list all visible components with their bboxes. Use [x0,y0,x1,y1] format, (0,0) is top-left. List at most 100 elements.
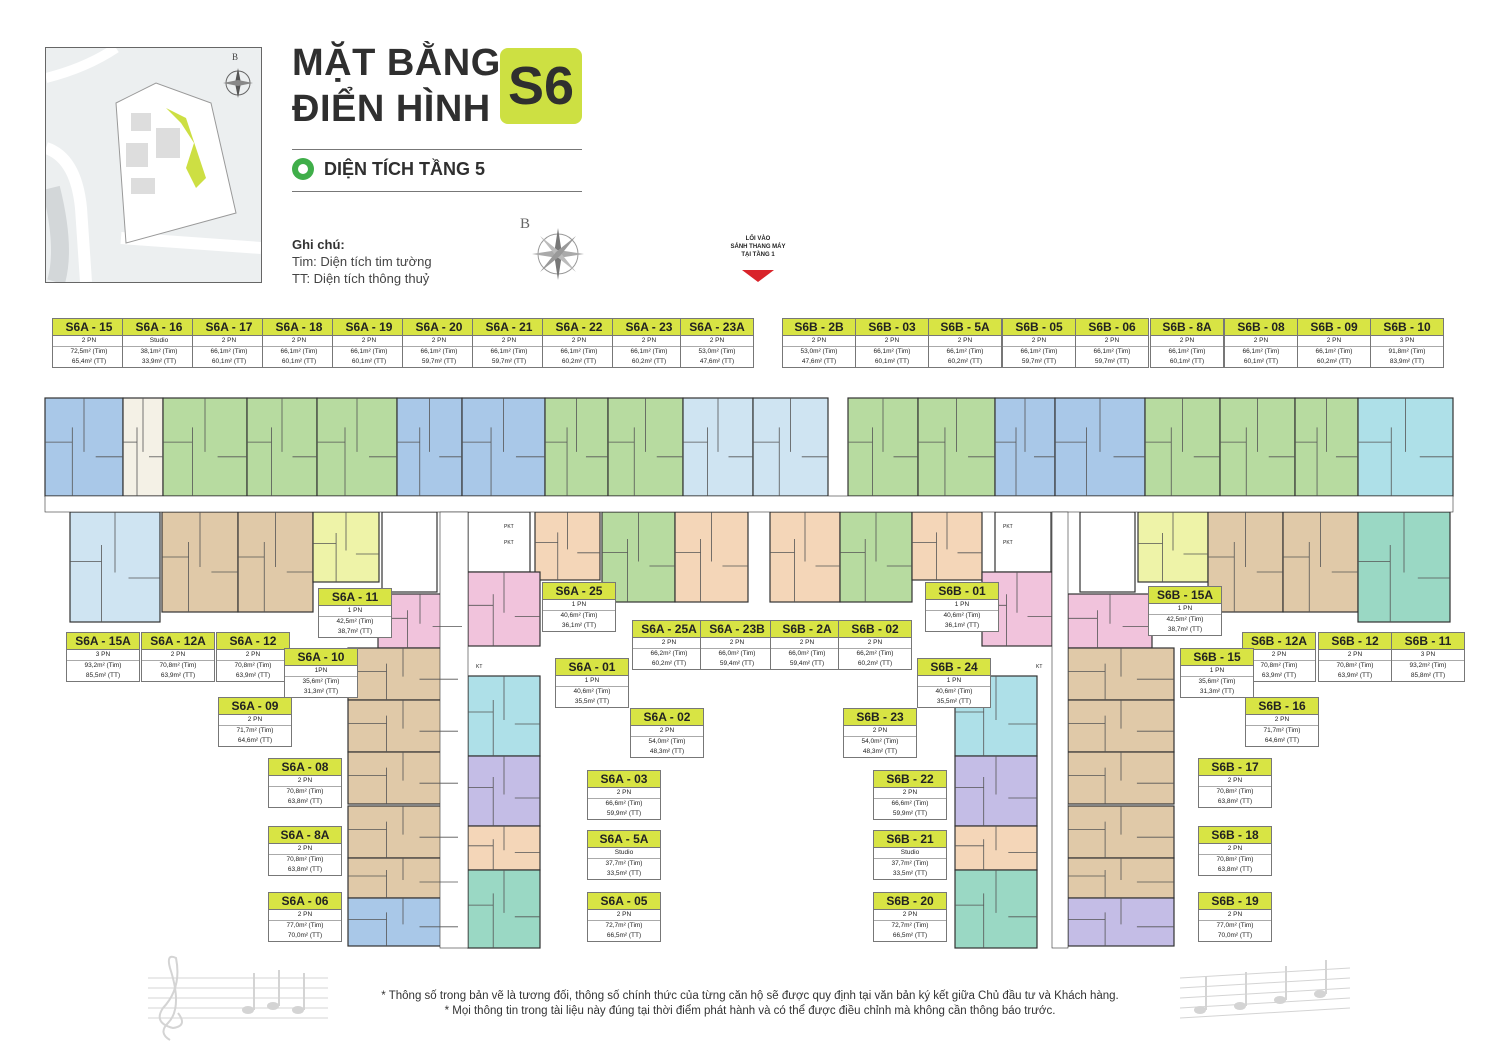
unit-bedrooms: 2 PN [333,336,405,347]
notes-title: Ghi chú: [292,237,345,252]
unit-code: S6A - 17 [193,319,265,336]
unit-bedrooms: 2 PN [839,638,911,649]
unit-bedrooms: 3 PN [1392,650,1464,661]
unit-area-tim: 66,1m² (Tim) [210,348,248,355]
unit-code: S6B - 2A [771,621,843,638]
unit-area-tt: 60,1m² (TT) [281,357,317,365]
unit-area-tt: 60,2m² (TT) [947,357,983,365]
unit-area-tt: 33,5m² (TT) [606,869,642,877]
unit-code: S6A - 25 [543,583,615,600]
compass-letter: B [520,216,531,232]
unit-area-tim: 66,6m² (Tim) [605,800,643,807]
unit-code: S6B - 8A [1151,319,1223,336]
unit-bedrooms: 1 PN [319,606,391,617]
unit-code: S6A - 16 [123,319,195,336]
unit-code: S6A - 20 [403,319,475,336]
unit-bedrooms: 3 PN [1371,336,1443,347]
unit-code: S6B - 01 [926,583,998,600]
unit-area-tim: 77,0m² (Tim) [1216,922,1254,929]
unit-area-tim: 54,0m² (Tim) [861,738,899,745]
unit-code: S6B - 5A [929,319,1001,336]
unit-bedrooms: 2 PN [263,336,335,347]
unit-bedrooms: 2 PN [1199,910,1271,921]
unit-bedrooms: 2 PN [543,336,615,347]
unit-bedrooms: 1PN [285,666,357,677]
unit-area-tt: 60,2m² (TT) [651,659,687,667]
unit-area-tim: 71,7m² (Tim) [236,727,274,734]
unit-area-tim: 40,6m² (Tim) [935,688,973,695]
unit-code: S6B - 12A [1243,633,1315,650]
legend-notes: Ghi chú: Tim: Diện tích tim tường TT: Di… [292,236,432,287]
unit-code: S6A - 22 [543,319,615,336]
unit-bedrooms: 2 PN [269,844,341,855]
unit-code: S6A - 5A [588,831,660,848]
unit-code: S6B - 17 [1199,759,1271,776]
unit-code: S6A - 15 [53,319,125,336]
unit-area-tt: 59,7m² (TT) [491,357,527,365]
unit-code: S6B - 03 [856,319,928,336]
divider-top [292,149,582,150]
unit-code: S6B - 18 [1199,827,1271,844]
unit-code: S6A - 23 [613,319,685,336]
unit-area-tt: 33,9m² (TT) [141,357,177,365]
unit-bedrooms: 2 PN [1298,336,1370,347]
unit-area-tim: 70,8m² (Tim) [159,662,197,669]
unit-code: S6B - 20 [874,893,946,910]
unit-area-tt: 60,1m² (TT) [351,357,387,365]
unit-area-tt: 60,2m² (TT) [857,659,893,667]
unit-code: S6A - 10 [285,649,357,666]
compass-rose [532,228,584,280]
unit-area-tim: 66,1m² (Tim) [560,348,598,355]
unit-code: S6B - 09 [1298,319,1370,336]
unit-area-tt: 47,6m² (TT) [699,357,735,365]
unit-area-tt: 60,2m² (TT) [1316,357,1352,365]
unit-code: S6B - 12 [1319,633,1391,650]
unit-code: S6A - 23B [701,621,773,638]
lobby-line-2: SẢNH THANG MÁY [730,244,786,250]
unit-area-tim: 72,7m² (Tim) [605,922,643,929]
unit-bedrooms: 2 PN [403,336,475,347]
unit-area-tt: 60,2m² (TT) [631,357,667,365]
unit-bedrooms: 2 PN [1003,336,1075,347]
unit-area-tim: 70,8m² (Tim) [1216,788,1254,795]
unit-code: S6A - 12A [142,633,214,650]
disclaimer-line-1: * Thông số trong bản vẽ là tương đối, th… [381,990,1119,1002]
unit-bedrooms: 2 PN [633,638,705,649]
unit-area-tim: 66,1m² (Tim) [630,348,668,355]
unit-code: S6A - 21 [473,319,545,336]
unit-bedrooms: 3 PN [67,650,139,661]
unit-bedrooms: 2 PN [844,726,916,737]
unit-bedrooms: 2 PN [1246,715,1318,726]
unit-bedrooms: 2 PN [771,638,843,649]
title-line-1: MẶT BẰNG [292,42,501,84]
unit-area-tim: 66,1m² (Tim) [1020,348,1058,355]
room-tag: PKT [1003,540,1013,546]
keyplan-compass-letter: B [232,52,239,62]
unit-area-tt: 83,9m² (TT) [1389,357,1425,365]
unit-bedrooms: 2 PN [1225,336,1297,347]
unit-area-tim: 40,6m² (Tim) [943,612,981,619]
unit-area-tt: 36,1m² (TT) [561,621,597,629]
unit-area-tt: 66,5m² (TT) [892,931,928,939]
lobby-entrance-note: LỐI VÀO SẢNH THANG MÁY TẠI TẦNG 1 [728,235,788,259]
unit-bedrooms: 2 PN [1199,776,1271,787]
unit-area-tim: 35,6m² (Tim) [302,678,340,685]
